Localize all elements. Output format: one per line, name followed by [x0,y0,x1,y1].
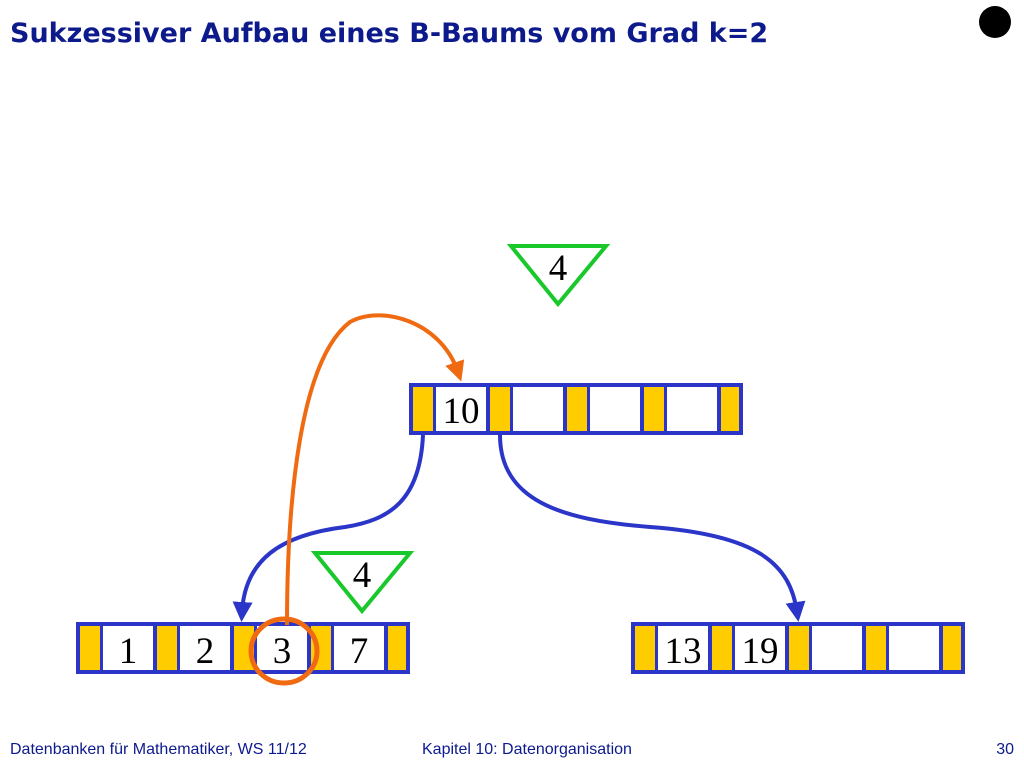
pointer-slot [567,387,587,431]
split-promotion-arrow [285,313,465,626]
slide-title: Sukzessiver Aufbau eines B-Baums vom Gra… [10,18,769,49]
pointer-slot [866,626,886,670]
pointer-slot [789,626,809,670]
bullet-dot [979,6,1011,38]
pointer-slot [413,387,433,431]
root-to-left-leaf-arrow [232,434,425,622]
root-key-1: 10 [443,391,480,432]
pointer-slot [80,626,100,670]
insert-marker-top: 4 [506,244,611,308]
pointer-slot [721,387,739,431]
insert-key-top: 4 [549,248,568,289]
right-leaf-node: 13 19 [631,622,965,674]
key-slot [103,626,153,670]
key-slot [735,626,785,670]
footer-page-number: 30 [996,741,1014,758]
highlight-circle [248,616,320,686]
left-leaf-node: 1 2 3 7 [76,622,410,674]
key-slot [436,387,486,431]
pointer-slot [943,626,961,670]
left-leaf-key-1: 1 [119,631,138,672]
key-slot [658,626,708,670]
left-leaf-key-4: 7 [350,631,369,672]
pointer-slot [635,626,655,670]
root-node: 10 [409,383,743,435]
pointer-slot [234,626,254,670]
key-slot [812,626,862,670]
footer-chapter: Kapitel 10: Datenorganisation [422,741,632,758]
key-slot [180,626,230,670]
key-slot [513,387,563,431]
pointer-slot [712,626,732,670]
left-leaf-key-2: 2 [196,631,215,672]
insert-marker-bottom: 4 [310,551,415,615]
right-leaf-key-2: 19 [742,631,779,672]
left-leaf-key-3: 3 [273,631,292,672]
pointer-slot [388,626,406,670]
footer-course: Datenbanken für Mathematiker, WS 11/12 [10,741,307,758]
key-slot [257,626,307,670]
pointer-slot [644,387,664,431]
triangle-marker-icon [310,551,415,615]
key-slot [590,387,640,431]
right-leaf-key-1: 13 [665,631,702,672]
pointer-slot [157,626,177,670]
key-slot [334,626,384,670]
triangle-marker-icon [506,244,611,308]
key-slot [667,387,717,431]
insert-key-bottom: 4 [353,555,372,596]
root-to-right-leaf-arrow [498,434,806,622]
pointer-slot [490,387,510,431]
key-slot [889,626,939,670]
